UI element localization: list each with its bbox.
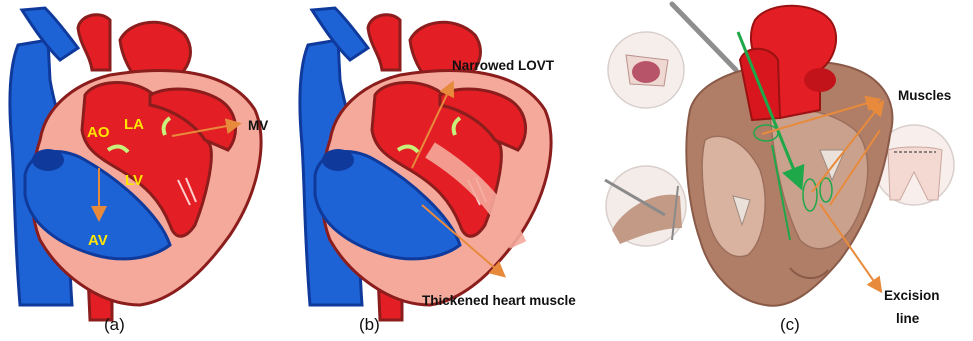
- panel-b: Narrowed LOVT Thickened heart muscle (b): [300, 8, 576, 334]
- heart-hcm-illustration: [300, 8, 551, 320]
- label-la: LA: [124, 116, 144, 133]
- label-av: AV: [88, 232, 108, 249]
- label-lv: LV: [125, 172, 143, 189]
- label-excision-line: line: [896, 311, 920, 326]
- label-narrowed-lovt: Narrowed LOVT: [452, 58, 555, 73]
- panel-c: Muscles Excision line (c): [605, 4, 954, 334]
- label-mv: MV: [248, 118, 268, 133]
- label-excision: Excision: [884, 288, 940, 303]
- heart-normal-illustration: [10, 8, 261, 320]
- inset-bottom-left: [605, 166, 686, 246]
- panel-a: AO LA LV AV MV (a): [10, 8, 268, 334]
- caption-a: (a): [104, 315, 125, 334]
- inset-top-left: [608, 32, 684, 108]
- caption-b: (b): [359, 315, 380, 334]
- label-ao: AO: [87, 124, 110, 141]
- label-muscles: Muscles: [898, 88, 951, 103]
- caption-c: (c): [780, 315, 800, 334]
- label-thickened-muscle: Thickened heart muscle: [422, 293, 576, 308]
